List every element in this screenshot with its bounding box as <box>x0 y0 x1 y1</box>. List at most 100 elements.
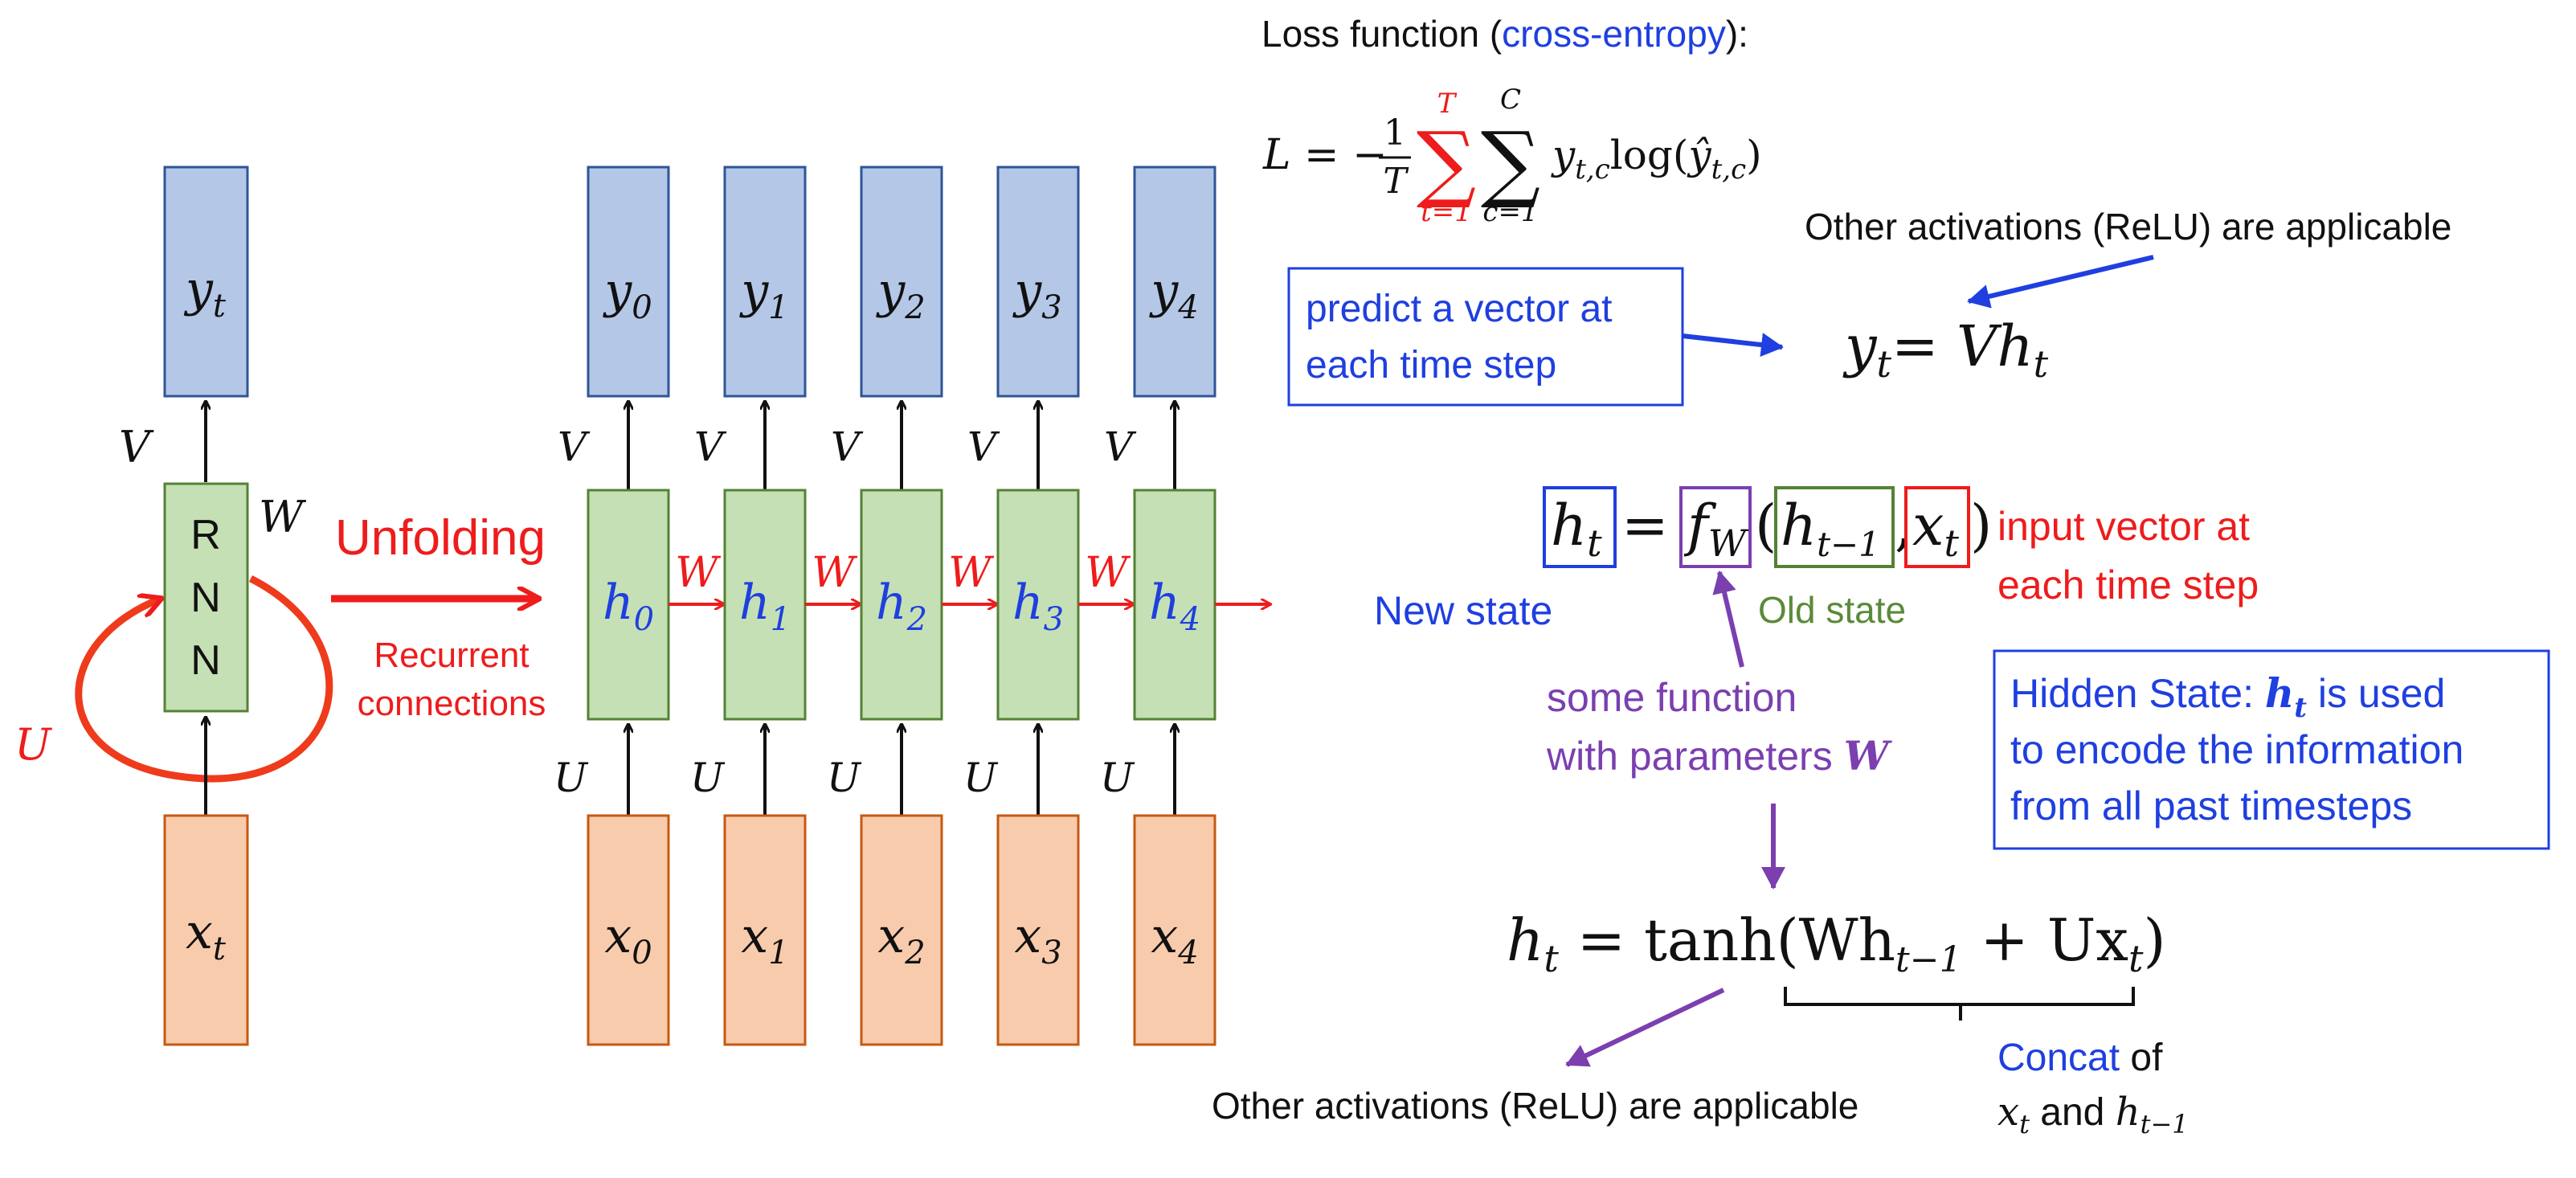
function-box <box>1679 486 1752 568</box>
v-label: V <box>558 423 591 470</box>
input-label: x0 <box>604 908 652 971</box>
u-label: U <box>963 755 999 801</box>
tanh-equation: ht = tanh(Wht−1 + Uxt) Other activations… <box>1212 906 2189 1139</box>
hidden-box <box>1133 489 1216 721</box>
v-label: V <box>967 423 1000 470</box>
hidden-state-frame <box>1993 649 2550 850</box>
input-label: x4 <box>1151 908 1198 971</box>
sum2-top: C <box>1500 84 1521 116</box>
state-h: ht <box>1551 493 1602 565</box>
hidden-state-line3: from all past timesteps <box>2010 783 2412 828</box>
unfolding-group: Unfolding Recurrent connections <box>331 510 546 723</box>
state-equals: = <box>1621 493 1669 558</box>
predict-box-line1: predict a vector at <box>1306 288 1613 330</box>
state-hprev: ht−1 <box>1781 493 1880 564</box>
output-label: y3 <box>1012 263 1061 326</box>
sum2-bottom: c=1 <box>1482 196 1538 228</box>
output-label: y4 <box>1148 263 1198 326</box>
output-box <box>1133 166 1216 398</box>
input-box <box>723 814 807 1046</box>
output-box <box>587 166 670 398</box>
hidden-box <box>860 489 943 721</box>
input-note-1: input vector at <box>1997 504 2250 549</box>
output-box <box>723 166 807 398</box>
input-box <box>587 814 670 1046</box>
loss-frac-num: 1 <box>1384 112 1406 153</box>
hidden-state-line2: to encode the information <box>2010 727 2464 772</box>
v-label: V <box>694 423 727 470</box>
hidden-label: h2 <box>876 575 927 638</box>
input-box-frame <box>1904 486 1970 568</box>
unfolding-subtitle-2: connections <box>358 684 546 723</box>
concat-line2: xt and ht−1 <box>1997 1090 2189 1139</box>
u-label: U <box>554 755 589 801</box>
sum2-sigma: ∑ <box>1481 113 1540 211</box>
old-state-label: Old state <box>1758 589 1906 631</box>
hidden-state-note: Hidden State: ht is used to encode the i… <box>1993 649 2550 850</box>
output-note-arrow <box>1967 255 2154 309</box>
input-label: x3 <box>1014 908 1061 971</box>
sum1-sigma: ∑ <box>1417 113 1476 211</box>
input-box <box>860 814 943 1046</box>
state-open: ( <box>1755 493 1777 558</box>
v-label: V <box>1104 423 1137 470</box>
output-box <box>860 166 943 398</box>
input-label: x1 <box>741 908 788 971</box>
hidden-box <box>996 489 1080 721</box>
unfolding-title: Unfolding <box>335 510 546 566</box>
hidden-label: h1 <box>739 575 791 638</box>
folded-output-label: yt <box>183 261 227 325</box>
activation-arrow <box>1565 988 1725 1067</box>
hidden-label: h3 <box>1012 575 1064 638</box>
tanh-eq-text: ht = tanh(Wht−1 + Uxt) <box>1507 906 2166 980</box>
unfolding-subtitle-1: Recurrent <box>374 636 529 675</box>
loss-term: yt,clog(ŷt,c) <box>1551 132 1762 186</box>
folded-v-label: V <box>119 422 154 472</box>
hidden-state-line1: Hidden State: ht is used <box>2010 669 2445 724</box>
input-box <box>996 814 1080 1046</box>
output-label: y1 <box>738 263 788 326</box>
predict-box-line2: each time step <box>1306 344 1556 387</box>
folded-w-label: W <box>259 492 307 542</box>
w-label: W <box>675 549 721 597</box>
function-note-1: some function <box>1547 675 1797 720</box>
new-state-label: New state <box>1374 588 1552 633</box>
recurrent-loop <box>75 575 333 783</box>
loss-function: Loss function (cross-entropy): L = − 1 T… <box>1261 13 1762 228</box>
output-eq-text: yt= Vht <box>1842 313 2049 386</box>
output-box <box>996 166 1080 398</box>
folded-rnn-letter-r: R <box>190 512 221 558</box>
w-label: W <box>812 549 857 597</box>
u-label: U <box>827 755 862 801</box>
folded-rnn: yt V R N N W U xt <box>14 166 333 1046</box>
function-arrow <box>1712 571 1744 668</box>
activation-note: Other activations (ReLU) are applicable <box>1212 1085 1858 1127</box>
concat-line1: Concat of <box>1997 1037 2163 1079</box>
folded-rnn-letter-n2: N <box>190 637 221 684</box>
folded-input-label: xt <box>186 904 227 967</box>
loss-title: Loss function (cross-entropy): <box>1261 13 1748 55</box>
folded-rnn-letter-n1: N <box>190 575 221 621</box>
loss-frac-den: T <box>1383 161 1409 202</box>
output-label: y2 <box>875 263 925 326</box>
u-label: U <box>690 755 726 801</box>
hidden-label: h4 <box>1149 575 1200 638</box>
output-equation: Other activations (ReLU) are applicable … <box>1287 206 2451 407</box>
input-box <box>1133 814 1216 1046</box>
input-label: x2 <box>877 908 925 971</box>
w-label: W <box>948 549 994 597</box>
function-note-2: with parameters W <box>1546 732 1893 779</box>
folded-output-box <box>163 166 249 398</box>
state-close: ) <box>1970 493 1992 558</box>
state-f: fW <box>1683 493 1749 565</box>
output-label: y0 <box>602 263 652 326</box>
output-note: Other activations (ReLU) are applicable <box>1805 206 2451 247</box>
sum1-top: T <box>1437 88 1458 120</box>
cross-entropy-link: cross-entropy <box>1502 13 1726 55</box>
old-state-box <box>1774 486 1895 568</box>
sum1-bottom: t=1 <box>1421 196 1472 228</box>
